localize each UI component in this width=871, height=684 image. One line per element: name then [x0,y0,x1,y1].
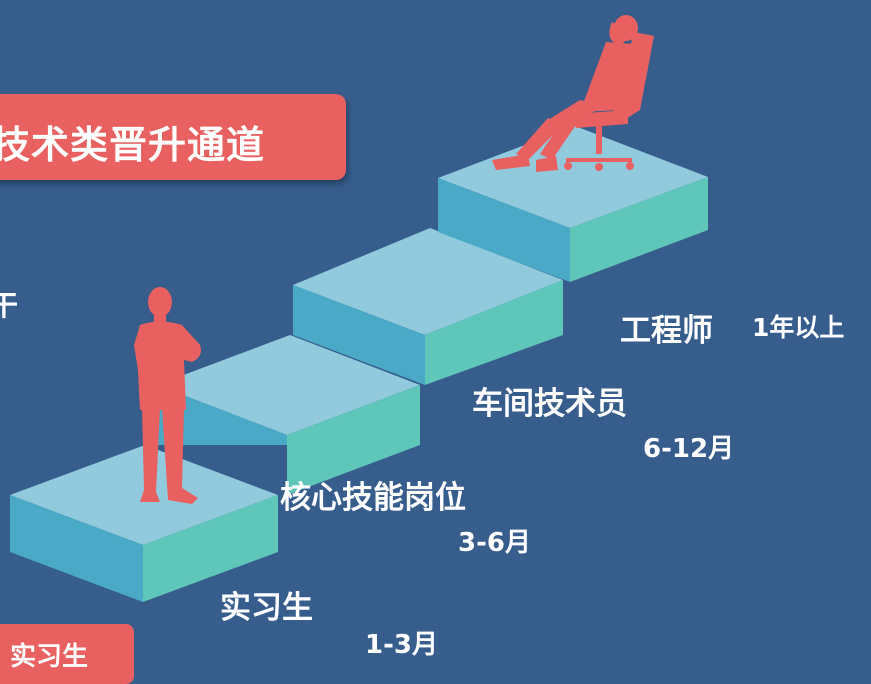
standing-man-icon [134,287,201,504]
bottom-tab-label: 实习生 [10,642,89,672]
step-2 [157,335,420,495]
reclining-man-chair-icon [492,15,654,172]
stage-1-name: 实习生 [220,590,313,626]
stage-3-name: 车间技术员 [472,386,627,422]
stage-1-duration: 1-3月 [365,630,438,660]
stage-2-name: 核心技能岗位 [280,480,466,516]
stage-2-duration: 3-6月 [458,528,531,558]
step-3 [293,228,563,385]
stage-4-duration: 1年以上 [752,313,845,342]
page-title: 技术类晋升通道 [0,123,266,167]
stage-4-name: 工程师 [620,313,713,349]
promotion-staircase [10,15,708,602]
left-edge-text: 干 [0,289,19,322]
step-4 [438,126,708,282]
title-banner [0,94,346,180]
stage-3-duration: 6-12月 [643,434,735,464]
